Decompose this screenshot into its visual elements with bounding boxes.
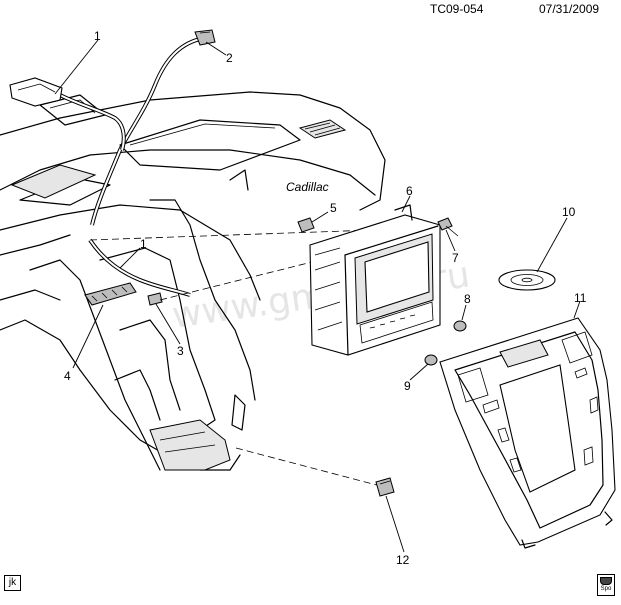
jk-badge: jk	[4, 575, 21, 591]
callout-11: 11	[574, 291, 587, 305]
spo-badge: Spo	[597, 574, 615, 596]
callout-1-upper: 1	[94, 29, 101, 43]
connector-4	[84, 282, 137, 306]
callout-8: 8	[464, 292, 471, 306]
callout-5: 5	[330, 201, 337, 215]
callout-7: 7	[452, 251, 459, 265]
spo-label: Spo	[600, 586, 612, 592]
bolt-7	[437, 217, 459, 237]
cadillac-script: Cadillac	[286, 180, 329, 194]
callout-1-lower: 1	[140, 237, 147, 251]
callout-3: 3	[177, 344, 184, 358]
leader-lines	[54, 39, 581, 553]
nut-5	[297, 217, 315, 233]
knob-9	[424, 354, 438, 366]
callout-12: 12	[396, 553, 410, 567]
diagram-date: 07/31/2009	[539, 2, 599, 16]
cup-icon	[600, 577, 612, 585]
callout-10: 10	[562, 205, 576, 219]
clip-3	[147, 292, 163, 306]
disc-10	[498, 269, 556, 291]
callout-4: 4	[64, 369, 71, 383]
trim-bezel-11	[439, 317, 616, 549]
callout-numbers: 1 2 1 3 4 5 6 7 8 9 10 11 12	[64, 29, 587, 567]
diagram-code: TC09-054	[430, 2, 484, 16]
clip-12	[375, 477, 395, 497]
knob-8	[453, 320, 467, 332]
wiring-harness-1	[9, 29, 216, 297]
instrument-panel: Cadillac	[0, 91, 386, 471]
callout-2: 2	[226, 51, 233, 65]
callout-6: 6	[406, 184, 413, 198]
callout-9: 9	[404, 379, 411, 393]
radio-module-6	[309, 204, 441, 356]
